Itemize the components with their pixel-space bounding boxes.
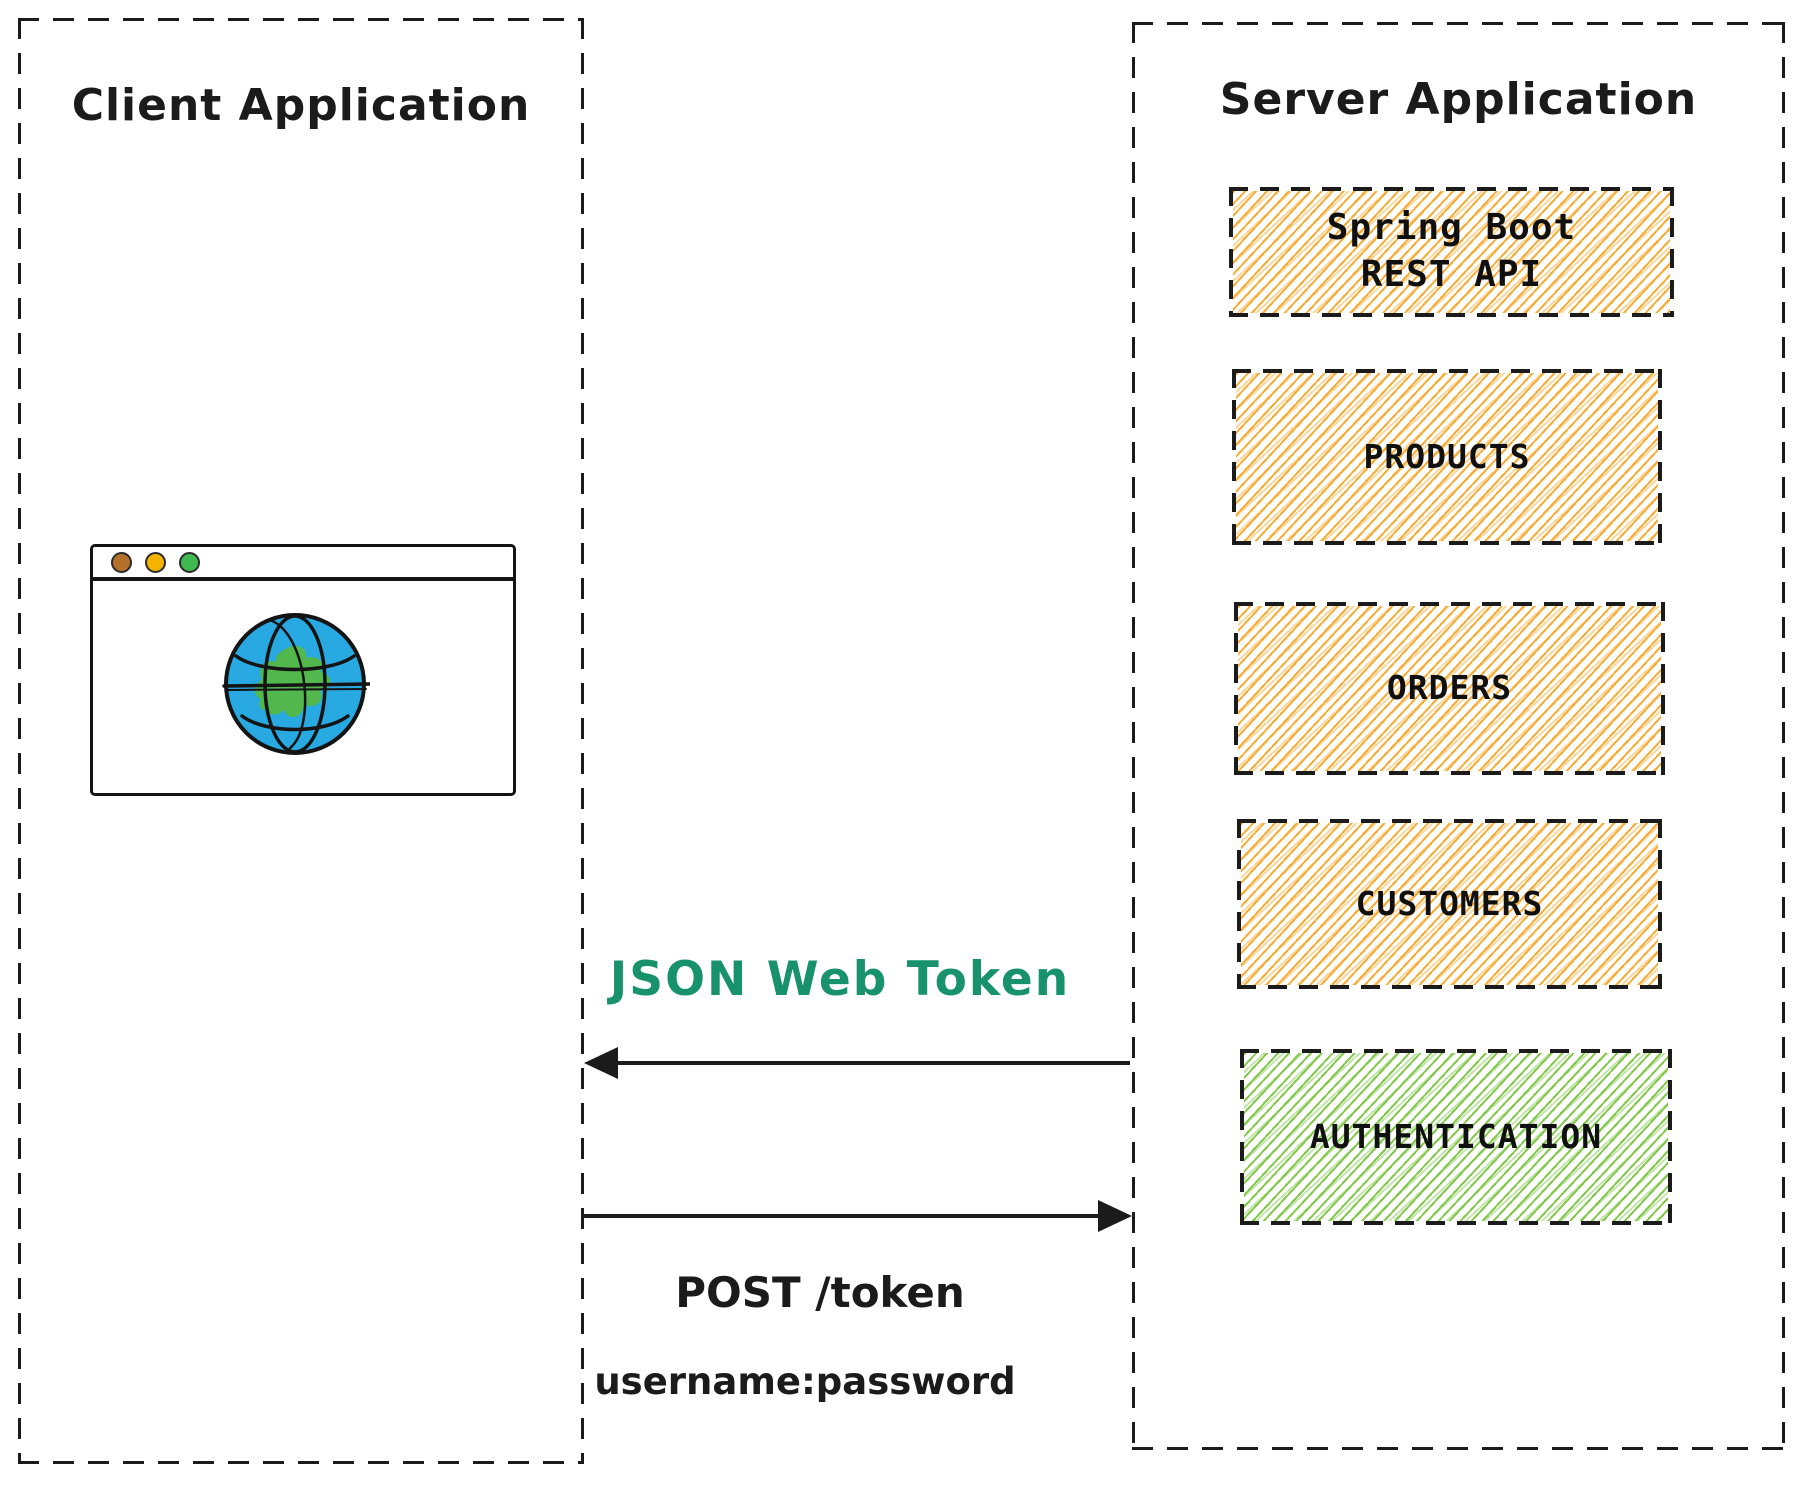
service-box-products: PRODUCTS [1232, 369, 1662, 545]
token-request-label: POST /token [675, 1268, 965, 1317]
window-control-dot-3 [179, 551, 200, 573]
arrowhead-right-icon [1098, 1200, 1132, 1232]
window-control-dot-1 [111, 551, 132, 573]
service-label: Spring Boot REST API [1326, 207, 1577, 295]
credentials-label: username:password [594, 1360, 1016, 1403]
server-application-title: Server Application [1219, 74, 1698, 125]
service-label: PRODUCTS [1363, 436, 1531, 476]
arrowhead-left-icon [584, 1047, 618, 1079]
arrow-line [584, 1214, 1104, 1218]
service-label: AUTHENTICATION [1309, 1116, 1603, 1156]
jwt-response-label: JSON Web Token [609, 952, 1071, 1007]
globe-grid-lines [222, 613, 370, 755]
client-application-title: Client Application [71, 80, 531, 131]
client-application-box: Client Application [18, 18, 584, 1464]
server-application-box: Server Application Spring Boot REST API … [1132, 22, 1785, 1450]
browser-titlebar [93, 547, 513, 581]
service-label: CUSTOMERS [1355, 883, 1544, 923]
globe-icon [222, 613, 370, 755]
service-label: ORDERS [1386, 668, 1513, 708]
jwt-response-arrow [584, 1047, 1130, 1079]
arrow-line [612, 1061, 1130, 1065]
browser-window [90, 544, 516, 796]
service-box-authentication: AUTHENTICATION [1240, 1049, 1672, 1225]
service-box-customers: CUSTOMERS [1237, 819, 1662, 989]
token-request-arrow [584, 1200, 1132, 1232]
service-box-orders: ORDERS [1234, 602, 1665, 775]
service-box-spring-boot-rest-api: Spring Boot REST API [1229, 187, 1674, 317]
window-control-dot-2 [145, 551, 166, 573]
